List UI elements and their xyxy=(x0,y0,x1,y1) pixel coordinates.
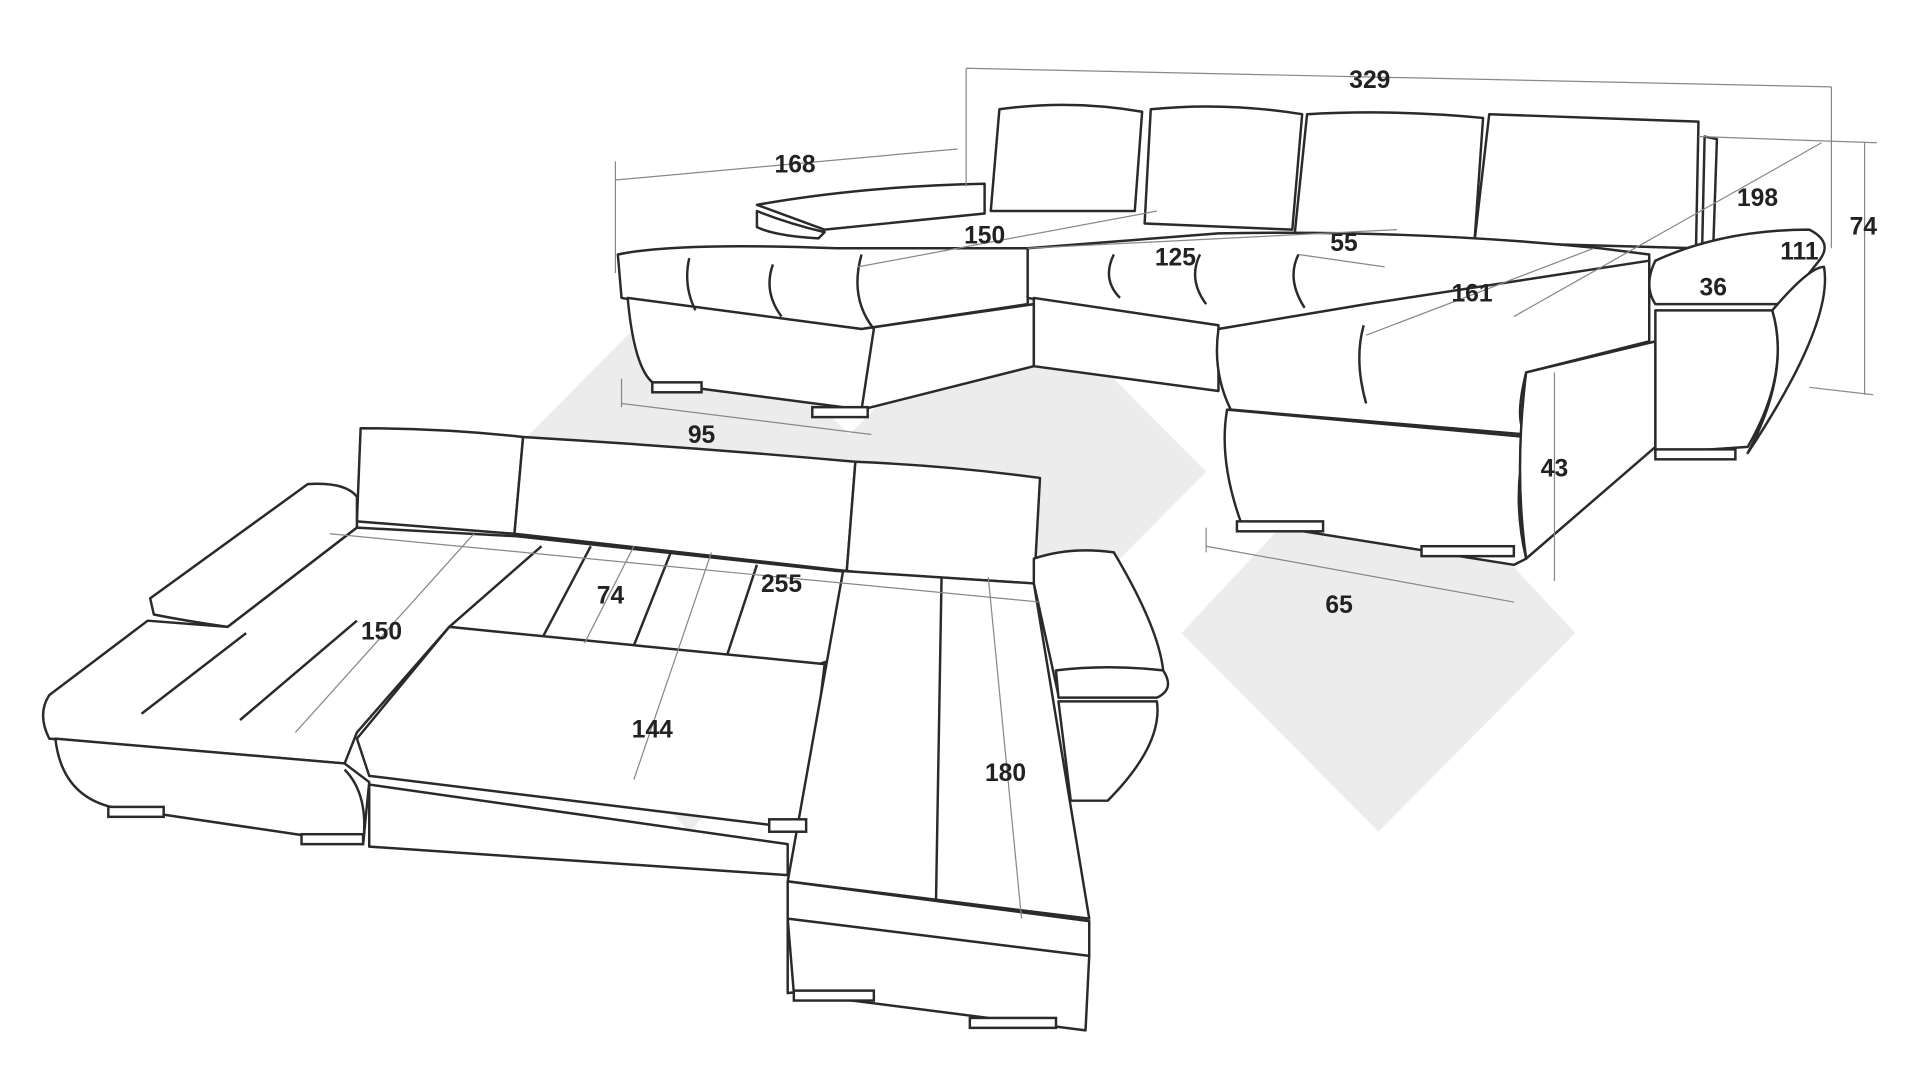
dim-bed-width: 255 xyxy=(761,571,802,598)
dim-seat-height: 43 xyxy=(1541,456,1568,483)
dim-seat-depth: 55 xyxy=(1330,230,1358,257)
dim-left-seat-width: 150 xyxy=(964,222,1005,249)
sofa-bed-mode xyxy=(41,427,1170,1032)
dimension-lines xyxy=(294,67,1877,919)
dim-backrest-depth: 74 xyxy=(597,582,625,609)
dimension-labels: 329 168 150 125 55 161 198 74 111 36 95 … xyxy=(361,67,1877,787)
dim-middle-seat-width: 125 xyxy=(1155,245,1196,272)
dim-armrest-depth: 111 xyxy=(1780,238,1819,265)
dim-bed-depth: 144 xyxy=(632,716,673,743)
dim-height: 74 xyxy=(1850,214,1878,241)
dim-bed-left-width: 150 xyxy=(361,618,402,645)
dim-left-chaise-length: 168 xyxy=(775,151,816,178)
dim-left-depth: 95 xyxy=(688,422,716,449)
sofa-assembled xyxy=(616,103,1827,567)
dim-right-chaise-width: 161 xyxy=(1451,281,1492,308)
dim-total-width: 329 xyxy=(1349,67,1390,94)
dim-right-chaise-length: 198 xyxy=(1737,185,1778,212)
dim-chaise-depth: 65 xyxy=(1325,592,1353,619)
dim-bed-chaise-length: 180 xyxy=(985,760,1026,787)
dim-armrest-width: 36 xyxy=(1700,274,1727,301)
